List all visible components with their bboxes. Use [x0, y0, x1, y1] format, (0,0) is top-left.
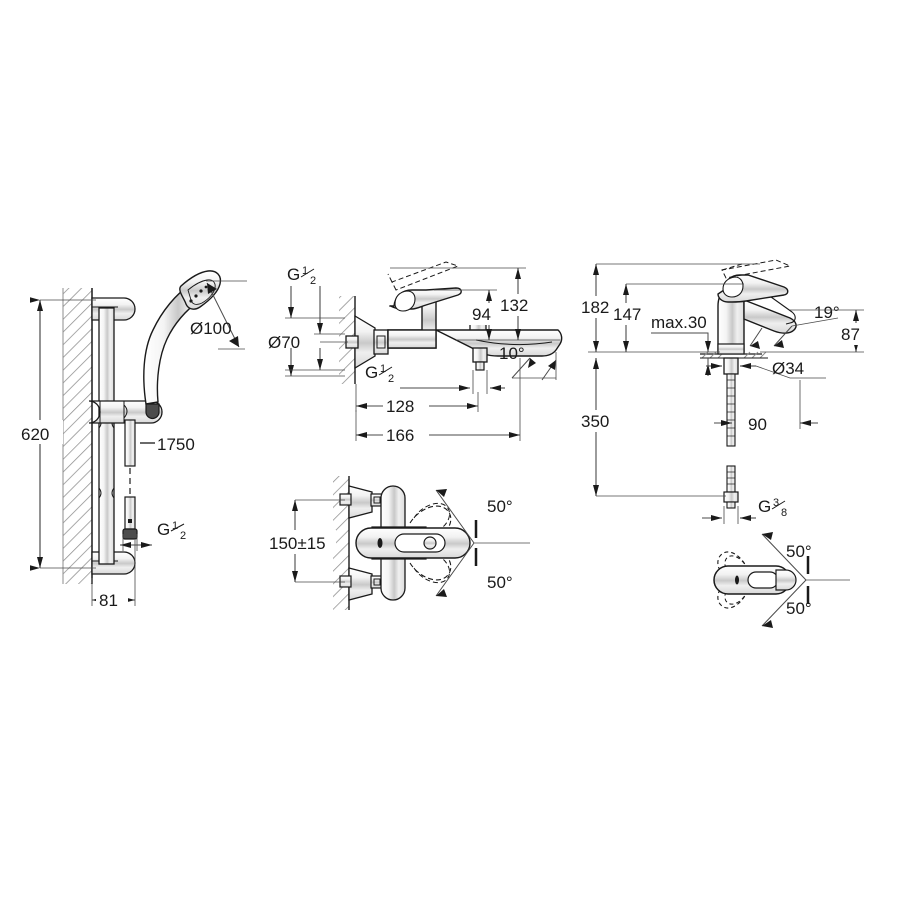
dimension-lever-swing-down: 50°	[435, 542, 513, 597]
union-nut	[373, 329, 389, 355]
dimension-shank-diameter: Ø34	[706, 359, 826, 379]
dimension-bath-spout-projection-label: 128	[386, 397, 414, 416]
basin-mixer-lever-ghost	[721, 259, 792, 279]
dimension-supply-length-label: 350	[581, 412, 609, 431]
dimension-bath-inlet-thread-prefix: G	[287, 265, 300, 284]
dimension-bath-total-height-label: 132	[500, 296, 528, 315]
wall-section	[62, 288, 93, 584]
dimension-bath-overall-projection-label: 166	[386, 426, 414, 445]
hand-shower	[143, 270, 222, 420]
panel-basin-mixer-top: 50° 50°	[713, 532, 850, 628]
dimension-basin-height-body-label: 147	[613, 305, 641, 324]
dimension-bath-inlet-thread-denominator: 2	[310, 275, 316, 287]
dimension-hose-length: 1750	[140, 435, 195, 454]
dimension-basin-swing-down-label: 50°	[786, 599, 812, 618]
slide-rail	[98, 307, 115, 565]
bath-mixer-lever	[389, 287, 462, 312]
dimension-bath-spout-height: 94	[434, 289, 505, 340]
plan-inlet-bottom	[339, 567, 384, 601]
dimension-bath-outlet-thread-numerator: 1	[380, 363, 386, 375]
dimension-basin-spout-height-label: 87	[841, 325, 860, 344]
dimension-bath-outlet-thread-prefix: G	[365, 363, 378, 382]
dimension-bath-inlet-thread: G 1 2	[285, 265, 345, 335]
dimension-escutcheon-diameter: Ø70	[268, 333, 348, 377]
dimension-bath-inlet-thread-numerator: 1	[302, 265, 308, 277]
dimension-basin-spout-projection: 90	[714, 380, 818, 434]
dimension-lever-swing-up-label: 50°	[487, 497, 513, 516]
dimension-max-deck-thickness: max.30	[651, 313, 711, 376]
dimension-supply-length: 350	[578, 358, 726, 497]
dimension-rail-length: 620	[17, 297, 96, 571]
dimension-basin-spout-angle-label: 19°	[814, 303, 840, 322]
dimension-supply-thread-numerator: 3	[773, 497, 779, 509]
basin-shank	[723, 357, 739, 447]
dimension-supply-thread-prefix: G	[758, 497, 771, 516]
dimension-basin-spout-height: 87	[760, 309, 870, 353]
dimension-bath-spout-angle: 10°	[499, 344, 557, 381]
dimension-shower-head-diameter: Ø100	[190, 280, 247, 350]
dimension-hose-thread-numerator: 1	[172, 520, 178, 532]
dimension-max-deck-thickness-label: max.30	[651, 313, 707, 332]
dimension-bath-total-height: 132	[390, 267, 560, 341]
dimension-supply-thread: G 3 8	[702, 497, 787, 524]
dimension-lever-swing-up: 50°	[435, 489, 530, 544]
dimension-lever-swing-down-label: 50°	[487, 573, 513, 592]
panel-bath-mixer-top: 150±15 50° 50°	[266, 476, 530, 610]
escutcheon-cone	[345, 314, 376, 370]
plan-inlet-top	[339, 485, 384, 519]
shower-outlet-connector	[472, 347, 488, 371]
basin-spout	[743, 281, 797, 334]
dimension-basin-spout-angle: 19°	[749, 303, 840, 349]
dimension-escutcheon-diameter-label: Ø70	[268, 333, 300, 352]
basin-plan-body	[713, 565, 797, 595]
plan-lever	[355, 527, 471, 559]
panel-bath-mixer-side: G 1 2 Ø70 G 1 2	[268, 261, 563, 446]
dimension-bath-overall-projection: 166	[355, 358, 521, 446]
shower-hose	[122, 419, 138, 540]
dimension-bath-outlet-thread: G 1 2	[365, 363, 505, 394]
dimension-bath-outlet-thread-denominator: 2	[388, 373, 394, 385]
bath-mixer-lever-ghost	[387, 261, 460, 291]
dimension-hose-length-label: 1750	[157, 435, 195, 454]
dimension-basin-height-body: 147	[610, 283, 744, 352]
dimension-bath-spout-projection: 128	[355, 384, 479, 417]
basin-mixer-lever	[717, 274, 789, 303]
panel-basin-mixer-side: 182 147 max.30 19°	[578, 259, 870, 524]
dimension-hose-thread-prefix: G	[157, 520, 170, 539]
dimension-shank-diameter-label: Ø34	[772, 359, 804, 378]
dimension-wall-offset-label: 81	[99, 591, 118, 610]
dimension-basin-swing-down: 50°	[761, 579, 812, 628]
dimension-wall-offset: 81	[91, 540, 136, 611]
dimension-shower-head-diameter-label: Ø100	[190, 319, 232, 338]
dimension-rail-length-label: 620	[21, 425, 49, 444]
dimension-basin-spout-projection-label: 90	[748, 415, 767, 434]
dimension-inlet-centres-label: 150±15	[269, 534, 326, 553]
dimension-basin-swing-up: 50°	[761, 532, 850, 581]
dimension-basin-height-lever-up-label: 182	[581, 298, 609, 317]
dimension-bath-spout-height-label: 94	[472, 305, 491, 324]
dimension-basin-swing-up-label: 50°	[786, 542, 812, 561]
panel-shower-rail: 620 81 1750 Ø100	[17, 270, 247, 611]
dimension-supply-thread-denominator: 8	[781, 507, 787, 519]
dimension-inlet-centres: 150±15	[266, 499, 345, 583]
dimension-bath-spout-angle-label: 10°	[499, 344, 525, 363]
dimension-hose-thread: G 1 2	[120, 520, 186, 551]
basin-supply-tail	[723, 465, 739, 509]
dimension-hose-thread-denominator: 2	[180, 530, 186, 542]
dimension-basin-height-lever-up: 182	[578, 263, 760, 353]
